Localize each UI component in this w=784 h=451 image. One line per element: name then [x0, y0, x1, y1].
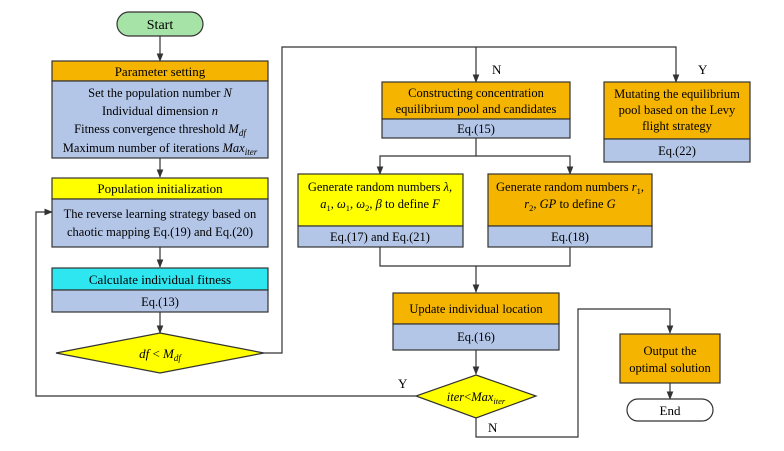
param-line1: Set the population number N — [88, 86, 232, 100]
arrow-cond2-to-output — [475, 308, 674, 438]
popinit-box: Population initialization The reverse le… — [51, 177, 269, 248]
connectors — [35, 36, 680, 438]
arrow-genF-to-update — [379, 247, 480, 293]
param-line4: Maximum number of iterations Maxiter — [63, 141, 258, 157]
genF-line1: Generate random numbers λ, — [308, 180, 452, 194]
popinit-line2: chaotic mapping Eq.(19) and Eq.(20) — [67, 225, 253, 239]
genF-box: Generate random numbers λ, a1, ω1, ω2, β… — [297, 173, 464, 248]
param-line2: Individual dimension n — [102, 104, 218, 118]
genG-line2: r2, GP to define G — [524, 197, 615, 213]
end-node: End — [626, 398, 714, 422]
mutate-box: Mutating the equilibrium pool based on t… — [603, 81, 751, 163]
genF-eq: Eq.(17) and Eq.(21) — [330, 230, 430, 244]
decision-iter-label: iter<Maxiter — [447, 390, 506, 406]
decision-converged: df < Mdf — [55, 332, 265, 374]
pool-eq: Eq.(15) — [457, 122, 495, 136]
output-line1: Output the — [643, 344, 697, 358]
popinit-line1: The reverse learning strategy based on — [64, 207, 257, 221]
mutate-line2: pool based on the Levy — [619, 103, 736, 117]
pool-line2: equilibrium pool and candidates — [396, 102, 557, 116]
arrow-cond1-to-top — [264, 46, 680, 354]
output-line2: optimal solution — [629, 361, 711, 375]
end-label: End — [660, 403, 681, 418]
fitness-box: Calculate individual fitness Eq.(13) — [51, 267, 269, 313]
param-line3: Fitness convergence threshold Mdf — [74, 122, 247, 138]
label-n-top: N — [492, 62, 502, 77]
start-label: Start — [147, 18, 174, 33]
genG-box: Generate random numbers r1, r2, GP to de… — [487, 173, 653, 248]
arrow-genG-to-update — [476, 247, 571, 267]
arrow-cond2-loop — [35, 208, 416, 397]
output-box: Output the optimal solution — [619, 333, 721, 384]
fitness-eq: Eq.(13) — [141, 295, 179, 309]
label-n-bottom: N — [488, 420, 498, 435]
update-eq: Eq.(16) — [457, 330, 495, 344]
label-y-top: Y — [698, 62, 708, 77]
start-node: Start — [116, 11, 204, 37]
genG-line1: Generate random numbers r1, — [496, 180, 644, 196]
decision-converged-label: df < Mdf — [139, 346, 182, 363]
param-title: Parameter setting — [115, 64, 206, 79]
update-box: Update individual location Eq.(16) — [392, 292, 560, 351]
genG-eq: Eq.(18) — [551, 230, 589, 244]
param-box: Parameter setting Set the population num… — [51, 60, 269, 159]
label-y-left: Y — [398, 376, 408, 391]
arrow-pool-to-genF — [376, 138, 477, 175]
genF-line2: a1, ω1, ω2, β to define F — [320, 197, 440, 213]
pool-box: Constructing concentration equilibrium p… — [381, 81, 571, 139]
mutate-line3: flight strategy — [642, 119, 713, 133]
fitness-title: Calculate individual fitness — [89, 272, 231, 287]
arrow-pool-to-genG — [476, 155, 574, 175]
decision-iter: iter<Maxiter — [414, 374, 538, 419]
pool-line1: Constructing concentration — [408, 86, 544, 100]
mutate-eq: Eq.(22) — [658, 144, 696, 158]
mutate-line1: Mutating the equilibrium — [614, 87, 740, 101]
popinit-title: Population initialization — [97, 181, 223, 196]
update-title: Update individual location — [409, 302, 543, 316]
